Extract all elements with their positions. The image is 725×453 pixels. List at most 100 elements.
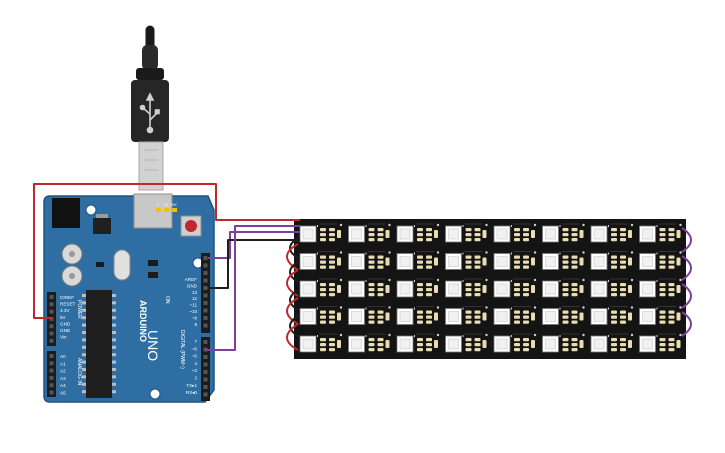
- header-pin[interactable]: [49, 331, 54, 336]
- matrix-pixel[interactable]: [639, 278, 682, 298]
- mounting-hole: [85, 204, 97, 216]
- matrix-pixel[interactable]: [299, 333, 343, 353]
- header-pin[interactable]: [49, 354, 54, 358]
- header-pin[interactable]: [49, 375, 54, 380]
- header-pin[interactable]: [49, 324, 54, 329]
- digital-section-label: DIGITAL (PWM~): [179, 330, 185, 369]
- matrix-cells: [299, 223, 682, 353]
- header-pin[interactable]: [49, 390, 54, 395]
- header-pin[interactable]: [49, 302, 54, 307]
- header-pin[interactable]: [203, 293, 208, 298]
- matrix-pixel[interactable]: [445, 223, 488, 243]
- header-pin[interactable]: [49, 316, 54, 321]
- power-section-label: POWER: [76, 300, 82, 319]
- matrix-pixel[interactable]: [396, 278, 440, 298]
- chip-pins: [82, 294, 116, 394]
- header-pin[interactable]: [203, 286, 208, 290]
- arduino-uno-board[interactable]: L TX RX ARDUINO UNO ON IOREFRESET3.3V5VG…: [43, 193, 215, 403]
- header-pin[interactable]: [203, 392, 208, 397]
- matrix-pixel[interactable]: [493, 251, 537, 270]
- wire-din: [208, 231, 300, 259]
- header-pin[interactable]: [203, 256, 208, 260]
- digital-pin-label: ~10: [189, 309, 197, 314]
- matrix-pixel[interactable]: [445, 333, 488, 353]
- matrix-pixel[interactable]: [590, 278, 634, 298]
- header-pin[interactable]: [49, 383, 54, 388]
- header-pin[interactable]: [49, 295, 54, 299]
- header-pin[interactable]: [49, 309, 54, 314]
- header-pin[interactable]: [203, 370, 208, 374]
- matrix-pixel[interactable]: [590, 223, 634, 243]
- matrix-pixel[interactable]: [639, 223, 682, 243]
- header-pin[interactable]: [203, 301, 208, 305]
- matrix-pixel[interactable]: [396, 251, 440, 270]
- matrix-pixel[interactable]: [348, 223, 391, 243]
- header-pin[interactable]: [203, 340, 208, 344]
- header-pin[interactable]: [203, 316, 208, 320]
- matrix-pixel[interactable]: [590, 333, 634, 353]
- matrix-pixel[interactable]: [299, 306, 343, 325]
- analog-header[interactable]: [47, 351, 56, 397]
- reset-button-cap[interactable]: [185, 220, 197, 232]
- matrix-pixel[interactable]: [590, 306, 634, 325]
- matrix-pixel[interactable]: [299, 278, 343, 298]
- header-pin[interactable]: [203, 271, 208, 275]
- usb-cable: [131, 25, 169, 191]
- matrix-pixel[interactable]: [639, 251, 682, 270]
- board-branding: ARDUINO UNO: [138, 300, 161, 361]
- matrix-pixel[interactable]: [348, 278, 391, 298]
- matrix-pixel[interactable]: [445, 278, 488, 298]
- header-pin[interactable]: [203, 308, 208, 313]
- on-label: ON: [164, 296, 170, 304]
- matrix-pixel[interactable]: [299, 251, 343, 270]
- matrix-pixel[interactable]: [299, 223, 343, 243]
- header-pin[interactable]: [203, 362, 208, 367]
- matrix-pixel[interactable]: [542, 278, 585, 298]
- matrix-pixel[interactable]: [445, 306, 488, 325]
- matrix-pixel[interactable]: [396, 306, 440, 325]
- header-pin[interactable]: [49, 338, 54, 343]
- usb-metal-shell: [138, 141, 164, 191]
- matrix-pixel[interactable]: [348, 306, 391, 325]
- header-pin[interactable]: [203, 263, 208, 268]
- digital-pin-label: ~9: [192, 315, 198, 320]
- digital-pin-label: 2: [194, 376, 197, 381]
- matrix-pixel[interactable]: [542, 306, 585, 325]
- left-pin-holes: [49, 295, 54, 395]
- matrix-pixel[interactable]: [348, 333, 391, 353]
- analog-pin-label: A1: [60, 361, 66, 366]
- matrix-pixel[interactable]: [445, 251, 488, 270]
- digital-header-bottom[interactable]: [201, 337, 210, 401]
- header-pin[interactable]: [203, 377, 208, 382]
- atmega-chip: [86, 290, 112, 398]
- matrix-pixel[interactable]: [493, 306, 537, 325]
- row-jumper-left: [289, 289, 299, 311]
- row-jumper-right: [681, 227, 692, 253]
- header-pin[interactable]: [203, 323, 208, 328]
- header-pin[interactable]: [203, 278, 208, 283]
- crystal-oscillator: [113, 249, 131, 281]
- matrix-pixel[interactable]: [396, 333, 440, 353]
- header-pin[interactable]: [203, 355, 208, 359]
- matrix-pixel[interactable]: [348, 251, 391, 270]
- board-model: UNO: [145, 330, 161, 361]
- matrix-pixel[interactable]: [590, 251, 634, 270]
- matrix-pixel[interactable]: [493, 333, 537, 353]
- neopixel-matrix[interactable]: [294, 219, 686, 359]
- matrix-pixel[interactable]: [396, 223, 440, 243]
- digital-pin-label: 13: [192, 290, 198, 295]
- digital-pin-label: 12: [192, 296, 198, 301]
- matrix-pixel[interactable]: [542, 333, 585, 353]
- matrix-pixel[interactable]: [493, 223, 537, 243]
- matrix-pixel[interactable]: [639, 306, 682, 325]
- header-pin[interactable]: [49, 361, 54, 366]
- matrix-pixel[interactable]: [542, 223, 585, 243]
- matrix-pixel[interactable]: [542, 251, 585, 270]
- header-pin[interactable]: [49, 368, 54, 373]
- matrix-pixel[interactable]: [639, 333, 682, 353]
- matrix-pixel[interactable]: [493, 278, 537, 298]
- power-pin-label: GND: [60, 321, 71, 326]
- digital-header-top[interactable]: [201, 253, 210, 333]
- header-pin[interactable]: [203, 385, 208, 389]
